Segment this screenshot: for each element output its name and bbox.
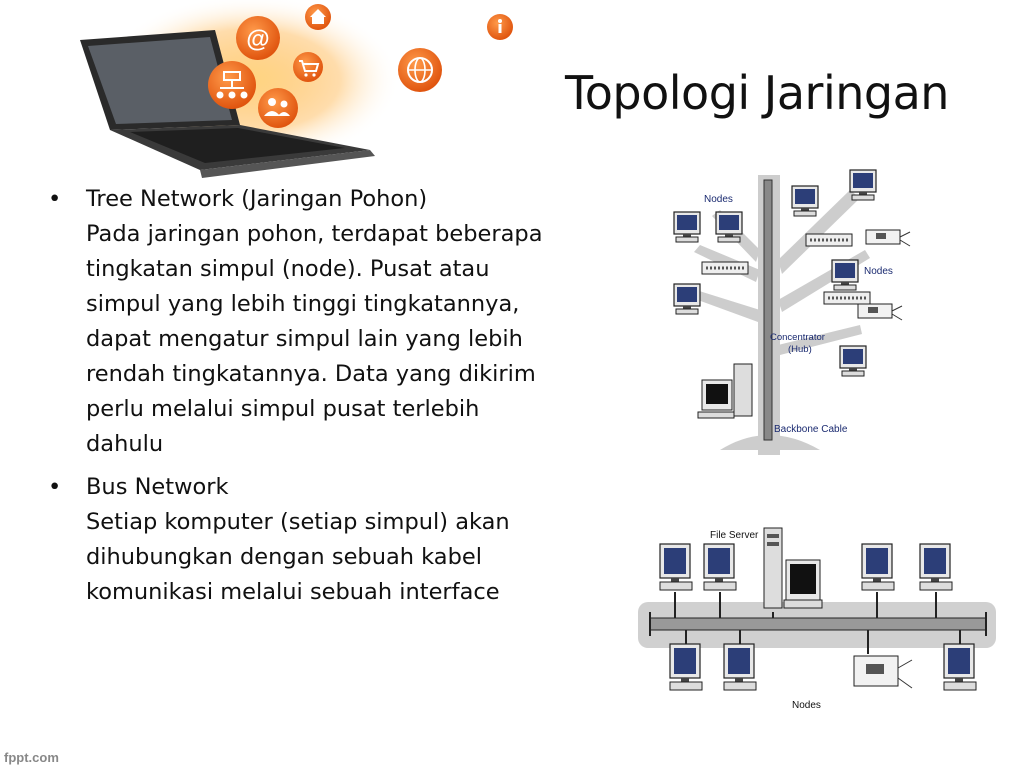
bullet-text-line: perlu melalui simpul pusat terlebih <box>86 396 480 422</box>
nodes-label: Nodes <box>864 266 893 277</box>
nodes-label: Nodes <box>792 700 821 711</box>
bullet-item-tree-network: • Tree Network (Jaringan Pohon) Pada jar… <box>40 182 640 462</box>
bullet-icon: • <box>48 186 62 212</box>
bullet-heading: Bus Network <box>86 474 229 500</box>
printer-icon <box>853 655 913 689</box>
nodes-label: Nodes <box>704 194 733 205</box>
backbone-label: Backbone Cable <box>774 424 848 435</box>
bullet-text-line: Setiap komputer (setiap simpul) akan <box>86 509 510 535</box>
hub-label: Concentrator <box>770 332 825 343</box>
users-icon <box>258 88 298 128</box>
tree-topology-diagram: Nodes Nodes Concentrator (Hub) Backbone … <box>673 169 911 455</box>
hub-label: (Hub) <box>788 344 812 355</box>
footer-watermark: fppt.com <box>4 750 59 765</box>
file-server-label: File Server <box>710 530 759 541</box>
home-icon <box>305 4 331 30</box>
info-icon <box>487 14 513 40</box>
email-icon: @ <box>236 16 280 60</box>
bullet-icon: • <box>48 474 62 500</box>
laptop-hero-illustration: @ <box>80 0 513 178</box>
workstation-icon <box>697 363 753 419</box>
bullet-text-line: rendah tingkatannya. Data yang dikirim <box>86 361 536 387</box>
backbone-cable <box>763 179 773 441</box>
svg-text:@: @ <box>246 26 269 53</box>
network-icon <box>208 61 256 109</box>
bullet-text-line: komunikasi melalui sebuah interface <box>86 579 500 605</box>
file-server-icon <box>763 527 823 609</box>
slide-title: Topologi Jaringan <box>565 66 949 120</box>
bullet-text-line: dihubungkan dengan sebuah kabel <box>86 544 482 570</box>
bullet-heading: Tree Network (Jaringan Pohon) <box>86 186 428 212</box>
bus-topology-diagram: File Server Nodes <box>638 527 996 711</box>
globe-icon <box>398 48 442 92</box>
bullet-text-line: Pada jaringan pohon, terdapat beberapa <box>86 221 543 247</box>
bullet-text-line: dapat mengatur simpul lain yang lebih <box>86 326 523 352</box>
bus-cable <box>649 617 987 631</box>
bullet-text-line: tingkatan simpul (node). Pusat atau <box>86 256 490 282</box>
bullet-text-line: simpul yang lebih tinggi tingkatannya, <box>86 291 520 317</box>
bullet-list: • Tree Network (Jaringan Pohon) Pada jar… <box>40 182 640 618</box>
bullet-text-line: dahulu <box>86 431 164 457</box>
cart-icon <box>293 52 323 82</box>
bullet-item-bus-network: • Bus Network Setiap komputer (setiap si… <box>40 470 640 610</box>
